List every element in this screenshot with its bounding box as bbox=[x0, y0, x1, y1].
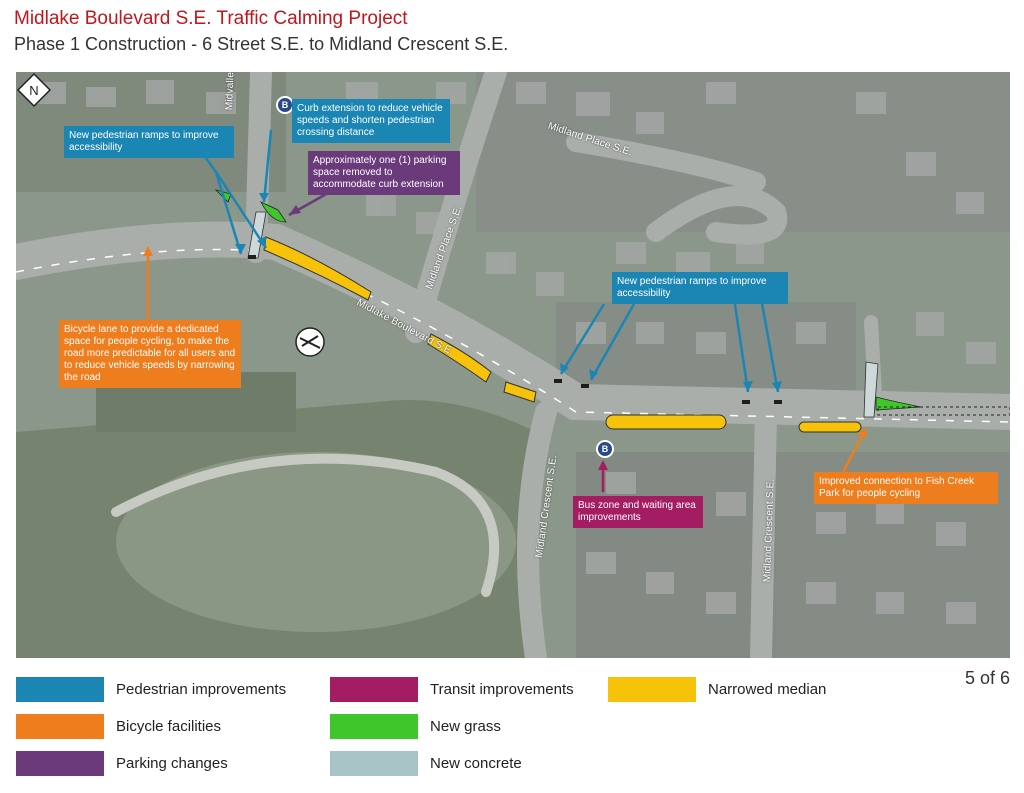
legend-swatch bbox=[16, 751, 104, 776]
callout-parking-removed: Approximately one (1) parking space remo… bbox=[308, 151, 460, 195]
page-title: Midlake Boulevard S.E. Traffic Calming P… bbox=[14, 8, 408, 29]
median-segment-4 bbox=[605, 414, 727, 430]
legend-label: Pedestrian improvements bbox=[116, 681, 287, 698]
legend-swatch bbox=[16, 677, 104, 702]
legend-swatch bbox=[608, 677, 696, 702]
aerial-map: Midvalley Drive S.E. Midland Place S.E. … bbox=[16, 72, 1010, 658]
median-segment-3 bbox=[503, 381, 537, 403]
callout-bike-lane: Bicycle lane to provide a dedicated spac… bbox=[59, 320, 241, 388]
legend-label: Transit improvements bbox=[430, 681, 574, 698]
legend-swatch bbox=[330, 751, 418, 776]
map-base bbox=[16, 72, 1010, 658]
callout-bus-zone: Bus zone and waiting area improvements bbox=[573, 496, 703, 528]
callout-ped-ramps-right: New pedestrian ramps to improve accessib… bbox=[612, 272, 788, 304]
median-segment-5 bbox=[798, 421, 862, 433]
legend-swatch bbox=[330, 714, 418, 739]
legend-label: Narrowed median bbox=[708, 681, 827, 698]
bus-stop-icon-bottom: B bbox=[596, 440, 614, 458]
callout-fish-creek: Improved connection to Fish Creek Park f… bbox=[814, 472, 998, 504]
legend-label: New concrete bbox=[430, 755, 522, 772]
legend-swatch bbox=[16, 714, 104, 739]
callout-ped-ramps-left: New pedestrian ramps to improve accessib… bbox=[64, 126, 234, 158]
page-subtitle: Phase 1 Construction - 6 Street S.E. to … bbox=[14, 34, 509, 54]
callout-curb-extension: Curb extension to reduce vehicle speeds … bbox=[292, 99, 450, 143]
legend-swatch bbox=[330, 677, 418, 702]
north-label: N bbox=[29, 83, 38, 98]
median-segment-1 bbox=[263, 236, 372, 301]
legend-label: Parking changes bbox=[116, 755, 228, 772]
legend-label: New grass bbox=[430, 718, 501, 735]
north-arrow-icon: N bbox=[16, 72, 52, 108]
page-number: 5 of 6 bbox=[964, 668, 1010, 688]
median-segment-2 bbox=[427, 333, 492, 383]
legend-label: Bicycle facilities bbox=[116, 718, 222, 735]
